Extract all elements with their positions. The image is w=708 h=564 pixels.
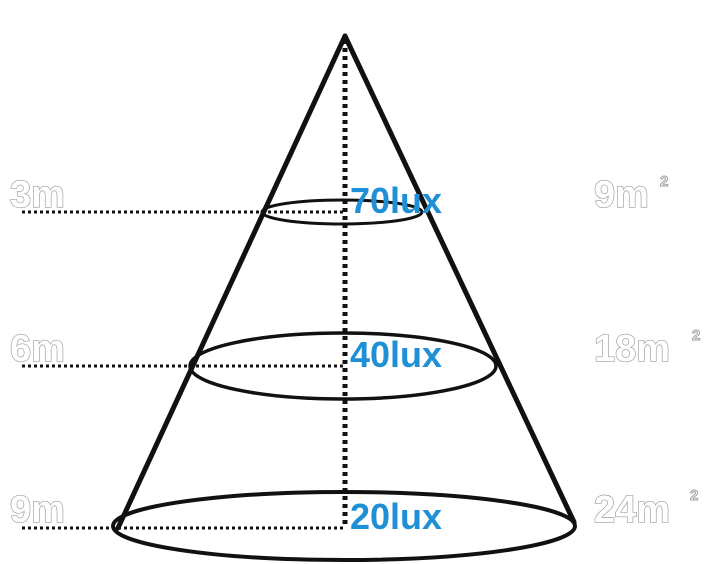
- area-label-1: 9m: [594, 174, 649, 216]
- cone-base-ellipse: [111, 490, 577, 562]
- cone-right-edge: [342, 33, 577, 525]
- area-label-3-exponent: 2: [690, 487, 698, 504]
- area-label-1-exponent: 2: [660, 173, 668, 190]
- area-label-2-exponent: 2: [692, 327, 700, 344]
- distance-label-2: 6m: [10, 328, 65, 370]
- illuminance-label-3: 20lux: [350, 496, 442, 537]
- illuminance-label-1: 70lux: [350, 180, 442, 221]
- distance-label-3: 9m: [10, 489, 65, 531]
- cone-left-edge: [115, 33, 348, 531]
- area-label-2: 18m: [594, 328, 670, 370]
- area-label-3: 24m: [594, 489, 670, 531]
- illuminance-label-2: 40lux: [350, 334, 442, 375]
- distance-label-1: 3m: [10, 174, 65, 216]
